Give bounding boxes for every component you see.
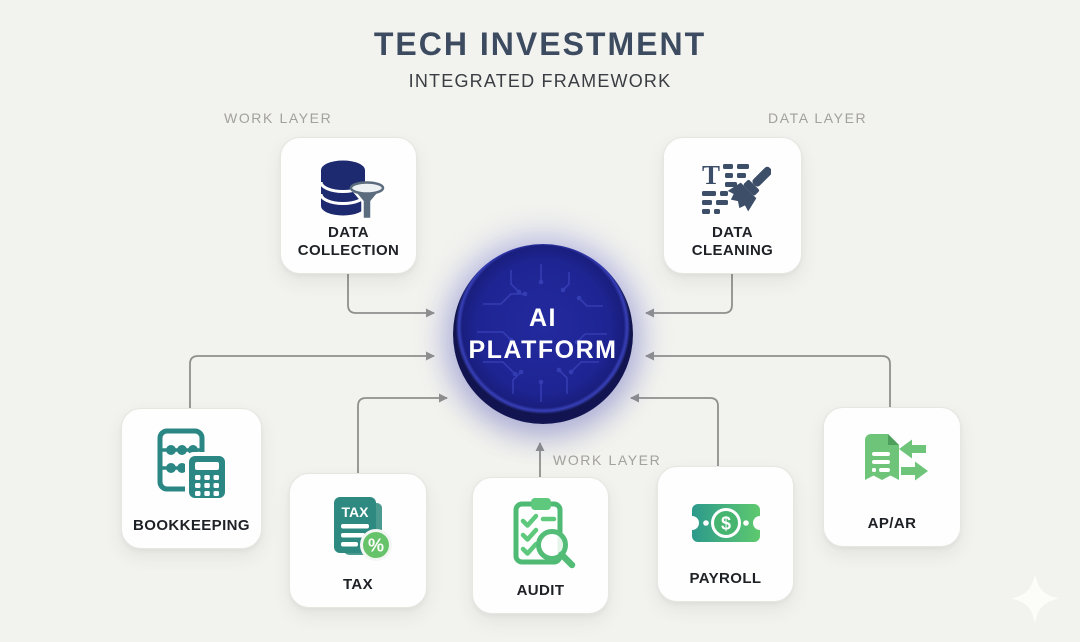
node-card-data-collection: DATA COLLECTION	[280, 137, 417, 274]
node-card-payroll: $ PAYROLL	[657, 466, 794, 602]
invoice-transfer-arrows-icon	[853, 424, 931, 502]
node-label: DATA CLEANING	[691, 223, 774, 260]
node-card-data-cleaning: T DATA CLEANING	[663, 137, 802, 274]
node-label: PAYROLL	[689, 570, 762, 588]
ai-platform-line1: AI	[529, 303, 557, 332]
node-label: AUDIT	[516, 582, 565, 600]
database-funnel-icon	[311, 154, 387, 230]
node-card-tax: TAX % TAX	[289, 473, 427, 608]
node-card-bookkeeping: BOOKKEEPING	[121, 408, 262, 549]
text-sweep-brush-icon: T	[695, 154, 772, 230]
node-label: DATA COLLECTION	[297, 223, 400, 260]
node-card-audit: AUDIT	[472, 477, 609, 614]
node-label: BOOKKEEPING	[133, 517, 250, 535]
svg-text:$: $	[720, 514, 730, 534]
work-layer-label-mid: WORK LAYER	[553, 452, 662, 468]
ai-platform-hub: AI PLATFORM	[453, 244, 633, 424]
ai-platform-title: AI PLATFORM	[453, 244, 633, 424]
header: TECH INVESTMENT INTEGRATED FRAMEWORK	[0, 26, 1080, 92]
clipboard-magnifier-icon	[503, 494, 579, 570]
page-subtitle: INTEGRATED FRAMEWORK	[408, 71, 672, 91]
svg-text:%: %	[368, 536, 384, 556]
svg-text:TAX: TAX	[342, 504, 370, 520]
banknote-dollar-icon: $	[684, 483, 767, 563]
data-layer-label: DATA LAYER	[768, 110, 868, 126]
svg-text:T: T	[702, 160, 720, 190]
ai-platform-line2: PLATFORM	[468, 336, 618, 364]
node-card-apar: AP/AR	[823, 407, 961, 547]
page-title: TECH INVESTMENT	[373, 26, 707, 62]
node-label: TAX	[342, 576, 374, 594]
circuit-pattern	[477, 264, 607, 402]
abacus-calculator-icon	[152, 425, 232, 505]
tax-document-percent-icon: TAX %	[320, 490, 396, 566]
work-layer-label-top: WORK LAYER	[224, 110, 333, 126]
node-label: AP/AR	[867, 515, 917, 533]
